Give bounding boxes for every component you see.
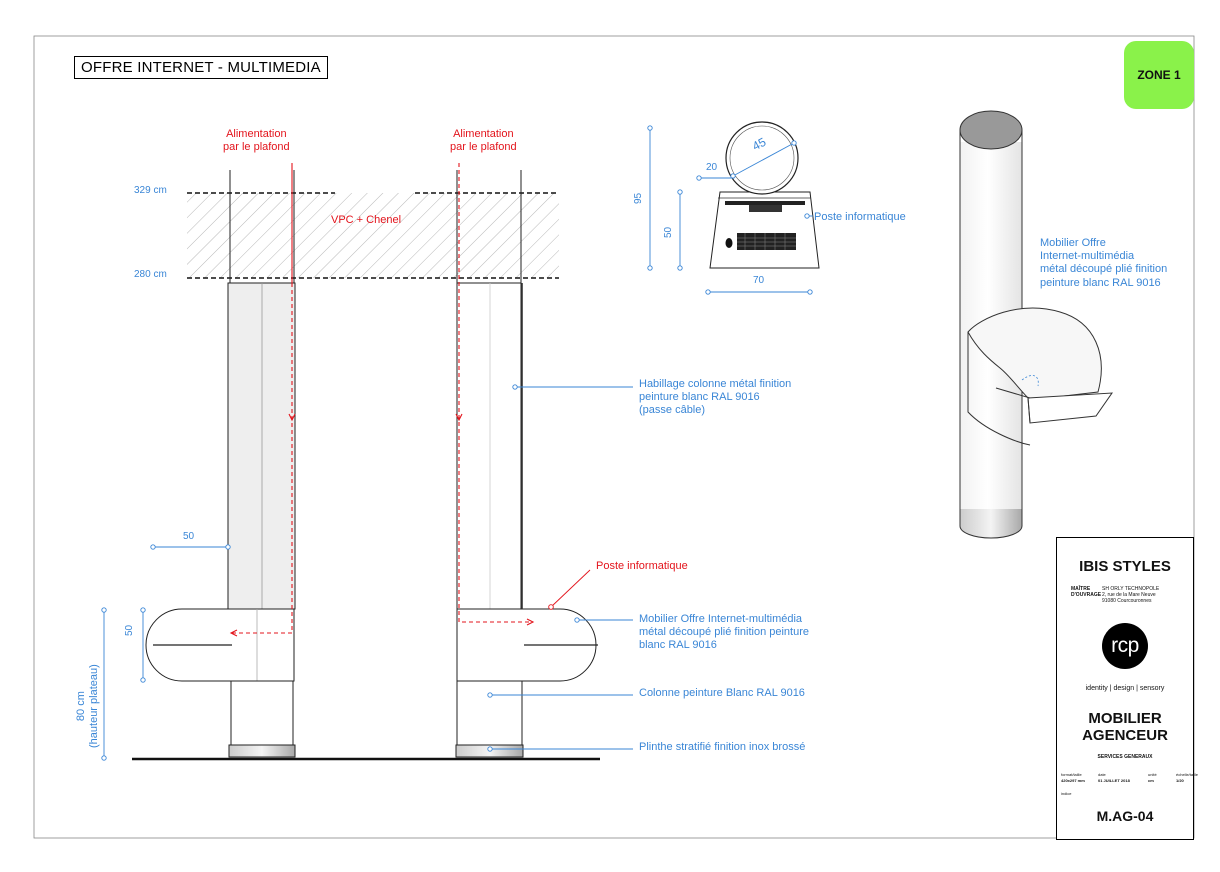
cladding-annotation: Habillage colonne métal finition peintur…	[639, 378, 791, 418]
unit-label: unité	[1148, 772, 1157, 777]
ceiling-plenum	[187, 192, 559, 279]
power-left-line2: par le plafond	[223, 141, 290, 154]
owner-label: MAÎTRE D'OUVRAGE	[1071, 586, 1102, 599]
detail-poste-label: Poste informatique	[814, 211, 906, 223]
left-column-elevation	[145, 170, 296, 758]
detail-width-dimension: 70	[753, 275, 765, 286]
furniture-line2: métal découpé plié finition peinture	[639, 626, 810, 639]
date-cell: date 01 JUILLET 2018	[1098, 772, 1130, 785]
power-label-right: Alimentation par le plafond	[450, 128, 517, 154]
zone-badge: ZONE 1	[1124, 41, 1194, 109]
format-value: 420x297 mm	[1061, 778, 1085, 784]
level-bottom-label: 280 cm	[134, 269, 167, 280]
perspective-line2: Internet-multimédia	[1040, 250, 1135, 263]
furniture-annotation: Mobilier Offre Internet-multimédia métal…	[639, 613, 809, 653]
zone-label: ZONE 1	[1137, 68, 1181, 82]
worktop-height-note: (hauteur plateau)	[88, 664, 101, 748]
sheet-border	[33, 35, 1195, 839]
sheet-title: OFFRE INTERNET - MULTIMEDIA	[74, 56, 328, 79]
index-label: indice	[1061, 791, 1072, 796]
unit-value: cm	[1148, 778, 1154, 784]
cladding-line3: (passe câble)	[639, 404, 706, 417]
scale-value: 1/20	[1176, 778, 1184, 784]
power-label-left: Alimentation par le plafond	[223, 128, 290, 154]
client-name: IBIS STYLES	[1079, 558, 1171, 575]
workstation-detail-view	[647, 121, 820, 295]
logo-tagline: identity | design | sensory	[1085, 685, 1165, 692]
cladding-line1: Habillage colonne métal finition	[639, 378, 792, 390]
perspective-line4: peinture blanc RAL 9016	[1040, 276, 1161, 289]
detail-height-dimension: 95	[633, 192, 644, 204]
power-left-line1: Alimentation	[226, 128, 287, 140]
furniture-line3: blanc RAL 9016	[639, 639, 717, 652]
owner-label-line1: MAÎTRE	[1071, 586, 1091, 592]
department: SERVICES GENERAUX	[1097, 754, 1153, 760]
perspective-annotation: Mobilier Offre Internet-multimédia métal…	[1040, 237, 1167, 290]
drawing-number: M.AG-04	[1096, 808, 1154, 824]
furniture-line1: Mobilier Offre Internet-multimédia	[639, 613, 803, 625]
power-route-left	[229, 163, 296, 637]
poste-leader	[548, 569, 591, 610]
owner-address-line1: SH ORLY TECHNOPOLE	[1102, 586, 1160, 592]
tray-height-dimension: 50	[124, 624, 135, 636]
ceiling-zone-label: VPC + Chenel	[331, 214, 402, 226]
detail-inner-height-dimension: 50	[663, 226, 674, 238]
column-annotation: Colonne peinture Blanc RAL 9016	[639, 687, 805, 699]
format-cell: format/taille 420x297 mm	[1061, 772, 1085, 785]
owner-address: SH ORLY TECHNOPOLE 2, rue de la Mare Neu…	[1102, 586, 1160, 604]
power-route-right	[455, 163, 535, 626]
date-value: 01 JUILLET 2018	[1098, 778, 1130, 784]
project-name-line1: MOBILIER	[1088, 710, 1162, 727]
scale-label: échelle/taille	[1176, 772, 1199, 777]
owner-address-line2: 2, rue de la Mare Neuve	[1102, 591, 1156, 598]
worktop-height-dimension: 80 cm (hauteur plateau)	[75, 664, 101, 748]
cladding-line2: peinture blanc RAL 9016	[639, 391, 760, 404]
power-right-line1: Alimentation	[453, 128, 514, 140]
project-name-line2: AGENCEUR	[1082, 727, 1168, 745]
owner-label-line2: D'OUVRAGE	[1071, 591, 1102, 598]
level-top-label: 329 cm	[134, 185, 167, 196]
dimension-lines	[101, 384, 633, 761]
title-block: IBIS STYLES MAÎTRE D'OUVRAGE SH ORLY TEC…	[1056, 537, 1198, 840]
perspective-line1: Mobilier Offre	[1040, 237, 1106, 249]
perspective-view	[959, 110, 1113, 539]
unit-cell: unité cm	[1148, 772, 1157, 785]
column-width-dimension: 50	[183, 531, 195, 542]
rcp-logo: rcp	[1102, 623, 1148, 669]
plinth-annotation: Plinthe stratifié finition inox brossé	[639, 741, 806, 753]
date-label: date	[1098, 772, 1106, 777]
right-column-elevation	[455, 170, 598, 758]
worktop-height-value: 80 cm	[75, 691, 87, 722]
project-name: MOBILIER AGENCEUR	[1057, 710, 1193, 745]
power-right-line2: par le plafond	[450, 141, 517, 154]
scale-cell: échelle/taille 1/20	[1176, 772, 1198, 785]
poste-label-elevation: Poste informatique	[596, 560, 688, 572]
owner-address-line3: 91080 Courcouronnes	[1102, 597, 1152, 604]
detail-offset-dimension: 20	[706, 162, 718, 173]
format-label: format/taille	[1061, 772, 1082, 777]
perspective-line3: métal découpé plié finition	[1040, 263, 1168, 276]
